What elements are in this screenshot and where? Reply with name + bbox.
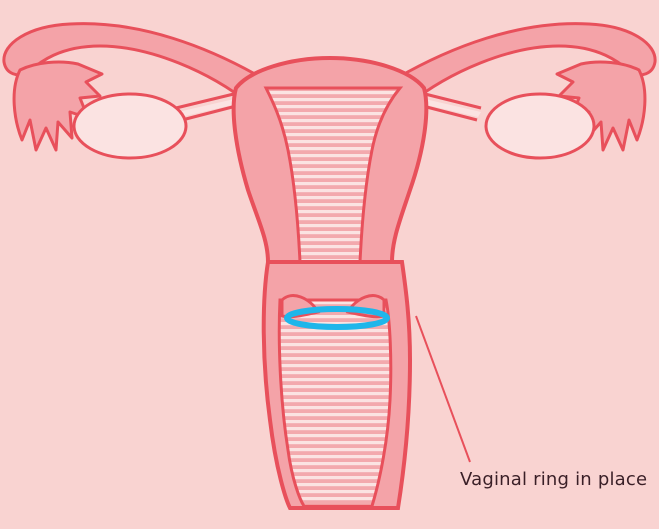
right-ovary <box>486 94 594 158</box>
callout-label: Vaginal ring in place <box>460 468 650 492</box>
left-ovary <box>74 94 186 158</box>
vaginal-canal <box>279 300 391 506</box>
callout-leader-line <box>416 316 470 462</box>
